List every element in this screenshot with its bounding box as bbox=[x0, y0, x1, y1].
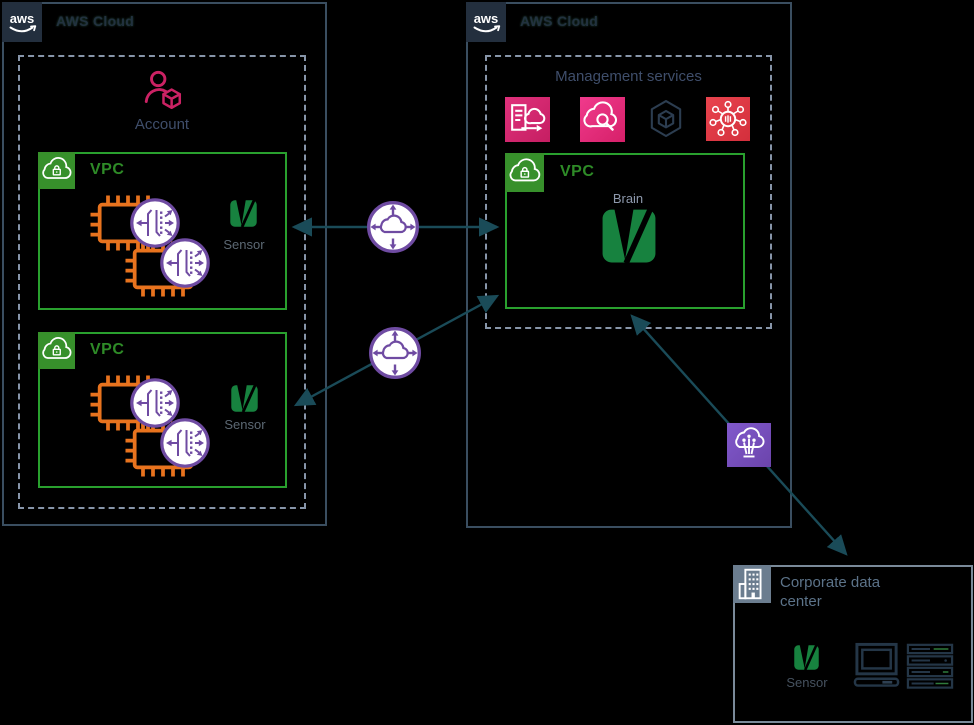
server-stack-icon bbox=[906, 643, 954, 689]
vectra-sensor-icon bbox=[794, 645, 819, 670]
vpc-1-label: VPC bbox=[90, 161, 125, 178]
traffic-mirroring-icon bbox=[159, 237, 211, 289]
transit-gateway-icon bbox=[365, 199, 421, 255]
vectra-sensor-icon bbox=[231, 385, 258, 412]
aws-logo-text: aws bbox=[10, 11, 35, 26]
aws-logo-icon: aws bbox=[466, 2, 506, 42]
vpc-badge-icon bbox=[505, 153, 544, 192]
corporate-data-center-group bbox=[733, 565, 973, 723]
left-aws-cloud-group bbox=[2, 2, 327, 526]
vpc-badge-icon bbox=[38, 152, 75, 189]
vpc-2-label: VPC bbox=[90, 341, 125, 358]
aws-logo-icon: aws bbox=[2, 2, 42, 42]
vectra-brain-icon bbox=[602, 209, 656, 263]
cloudtrail-icon bbox=[505, 97, 550, 142]
workstation-icon bbox=[853, 641, 902, 689]
traffic-mirroring-icon bbox=[159, 417, 211, 469]
sensor-1-label: Sensor bbox=[223, 237, 265, 252]
site-to-site-vpn-icon bbox=[727, 423, 771, 467]
corporate-data-center-icon bbox=[733, 565, 771, 603]
sensor-vpc-2 bbox=[38, 332, 287, 488]
vpc-badge-icon bbox=[38, 332, 75, 369]
detective-icon bbox=[706, 97, 750, 141]
corporate-data-center-title: Corporate data center bbox=[780, 574, 881, 610]
sensor-vpc-1 bbox=[38, 152, 287, 310]
brain-vpc-label: VPC bbox=[560, 163, 595, 180]
aws-logo-text: aws bbox=[474, 11, 499, 26]
resource-cube-icon bbox=[649, 98, 683, 140]
brain-label: Brain bbox=[612, 191, 644, 206]
vectra-sensor-icon bbox=[230, 200, 257, 227]
left-aws-cloud-title: AWS Cloud bbox=[56, 13, 135, 29]
sensor-2-label: Sensor bbox=[224, 417, 266, 432]
corporate-sensor-label: Sensor bbox=[786, 675, 828, 690]
account-icon bbox=[140, 68, 186, 114]
right-aws-cloud-title: AWS Cloud bbox=[520, 13, 599, 29]
account-group bbox=[18, 55, 306, 509]
account-label: Account bbox=[134, 116, 190, 133]
transit-gateway-icon bbox=[367, 325, 423, 381]
management-services-group bbox=[485, 55, 772, 329]
management-services-title: Management services bbox=[555, 68, 702, 85]
brain-vpc bbox=[505, 153, 745, 309]
right-aws-cloud-group bbox=[466, 2, 792, 528]
cloudwatch-icon bbox=[580, 97, 625, 142]
